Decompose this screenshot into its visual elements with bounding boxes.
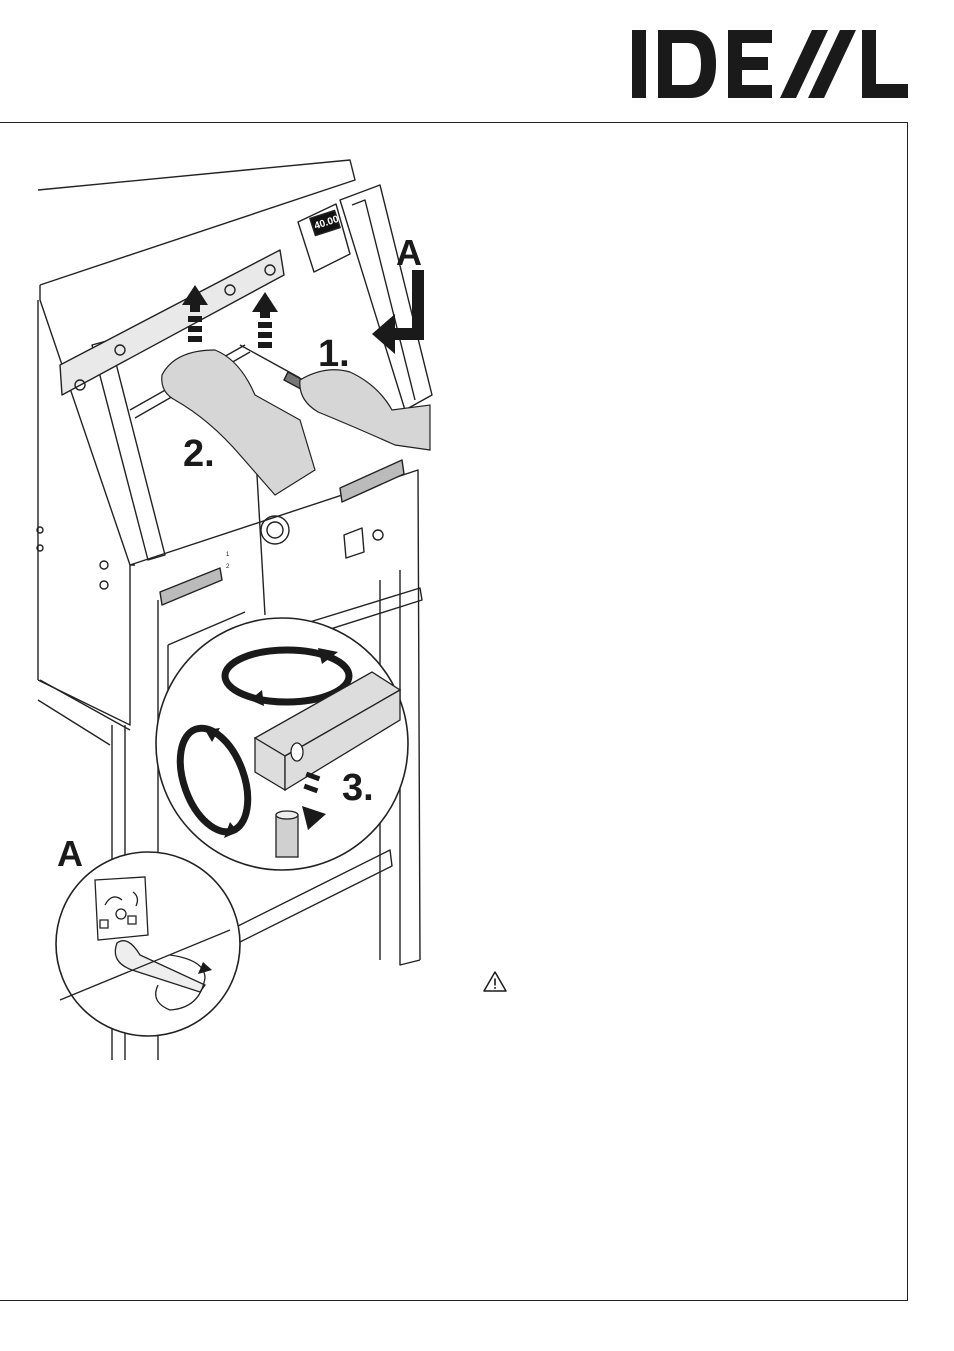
warning-triangle-icon xyxy=(482,970,508,994)
page-frame-right xyxy=(907,122,908,1300)
panel-mark-1: 1 xyxy=(226,552,230,558)
step-1-label: 1. xyxy=(318,333,350,375)
step-3-label: 3. xyxy=(342,767,374,809)
callout-a-detail: A xyxy=(57,833,83,874)
cutter-illustration: 40.00 A 1. 2. 3. A 1 2 xyxy=(0,130,440,1070)
page-frame-bottom xyxy=(0,1300,908,1301)
panel-mark-2: 2 xyxy=(226,564,230,570)
ideal-logo xyxy=(632,28,908,100)
page-frame-top xyxy=(0,122,908,123)
callout-a-top: A xyxy=(396,232,422,273)
step-2-label: 2. xyxy=(183,433,215,475)
